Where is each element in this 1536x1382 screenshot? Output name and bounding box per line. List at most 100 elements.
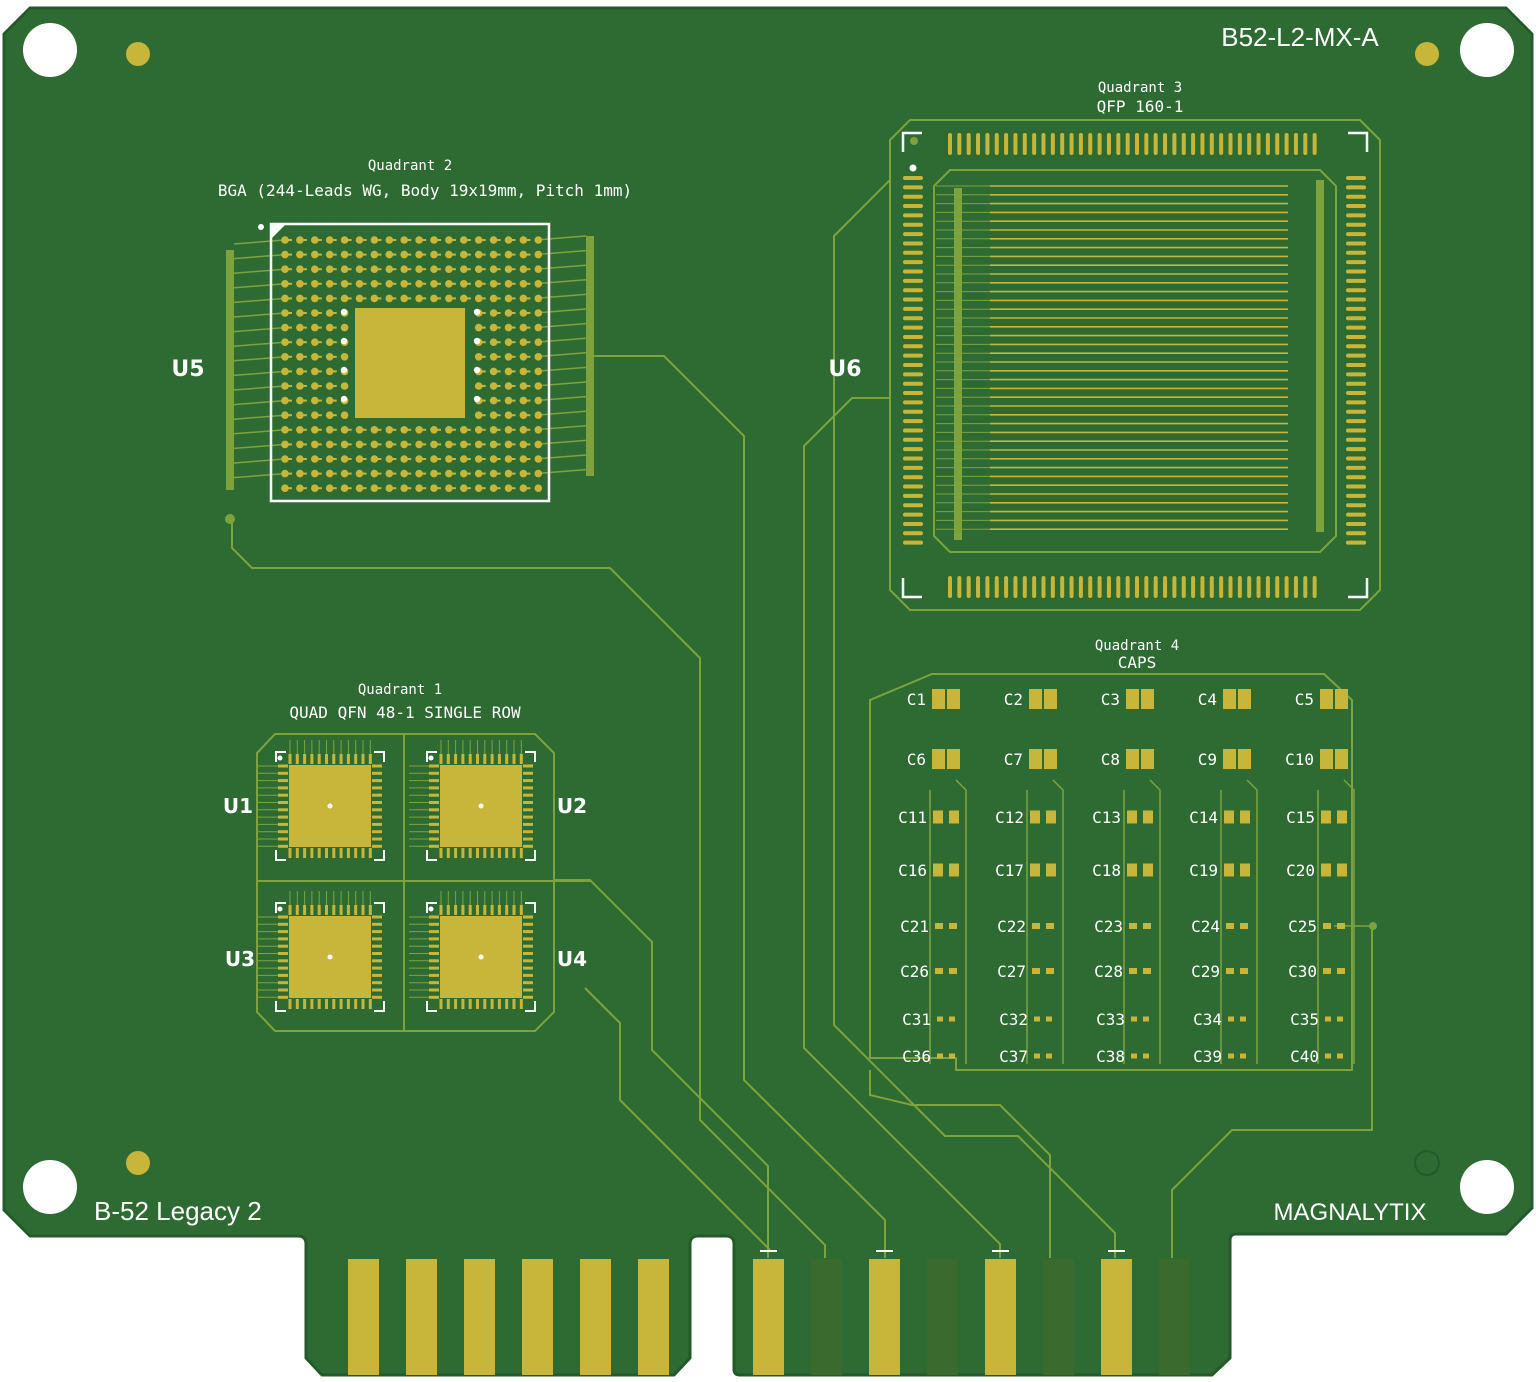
- cap-label: C12: [995, 808, 1024, 827]
- bga-ball-link: [285, 443, 292, 446]
- cap-pad: [1131, 1016, 1137, 1022]
- qfp-pad-bottom: [1050, 576, 1055, 598]
- bga-ball-link: [374, 487, 382, 490]
- bga-ball-link: [434, 487, 441, 490]
- qfp-pad-top: [1191, 133, 1196, 155]
- qfn-pad: [429, 801, 439, 804]
- qfn-corner-mark: [374, 751, 385, 762]
- bga-ball-link: [404, 239, 412, 241]
- bga-ball-link: [285, 458, 292, 460]
- bga-ball-link: [285, 385, 292, 387]
- qfp-pad-top: [1106, 133, 1111, 155]
- bga-ball-link: [523, 355, 531, 358]
- qfn-pad: [278, 988, 288, 992]
- fiducial-top-right: [1415, 42, 1439, 66]
- qfn-pad: [288, 999, 292, 1009]
- qfp-pad-left: [903, 381, 923, 386]
- u6-bus-left: [954, 188, 962, 540]
- bga-ball: [534, 265, 543, 274]
- qfn-pad: [354, 905, 358, 915]
- qfn-pad: [523, 844, 533, 848]
- qfn-pad: [332, 905, 336, 915]
- cap-label: C30: [1288, 962, 1317, 981]
- mounting-hole-bottom-right: [1460, 1160, 1514, 1214]
- qfn-pad: [439, 754, 443, 764]
- qfn-package-u2: [409, 740, 536, 861]
- qfn-pad: [372, 930, 382, 934]
- cap-pad: [1046, 810, 1056, 824]
- bga-ball-link: [448, 428, 456, 431]
- qfn-pad: [295, 999, 299, 1009]
- bga-ball-link: [523, 326, 531, 329]
- bga-ball-link: [404, 282, 412, 285]
- cap-pad: [933, 810, 943, 824]
- qfn-pad: [346, 999, 350, 1009]
- bga-fanout-line: [534, 381, 587, 387]
- bga-ball-link: [285, 399, 292, 402]
- cap-pad: [1044, 749, 1057, 769]
- qfp-pad-bottom: [1060, 576, 1065, 598]
- cap-label: C38: [1096, 1047, 1125, 1066]
- bga-ball-link: [493, 282, 501, 285]
- cap-pad: [1143, 923, 1151, 929]
- qfp-pad-top: [1004, 133, 1009, 155]
- bga-ball-link: [299, 487, 307, 490]
- bga-ball-link: [463, 458, 471, 460]
- qfp-pad-right: [1346, 353, 1366, 358]
- cap-label: C8: [1101, 750, 1120, 769]
- cap-pad: [949, 1016, 955, 1022]
- qfp-pad-left: [903, 334, 923, 339]
- bga-fanout-line: [233, 283, 286, 289]
- bga-ball-link: [344, 282, 352, 285]
- bga-ball-link: [344, 443, 352, 446]
- bga-ball-link: [299, 414, 307, 417]
- bga-ball-link: [434, 282, 441, 285]
- bga-ball-link: [478, 443, 486, 446]
- bga-ball-link: [508, 326, 516, 329]
- bga-ball-link: [314, 355, 322, 358]
- cap-pad: [949, 968, 957, 974]
- qfp-pad-left: [903, 250, 923, 255]
- cap-pad: [1143, 1053, 1149, 1059]
- bga-ball-link: [374, 443, 382, 446]
- qfn-pad: [372, 779, 382, 783]
- bga-ball: [534, 426, 543, 434]
- bga-ball-link: [493, 399, 501, 402]
- bga-fanout-line: [534, 308, 587, 314]
- board-part-number: B52-L2-MX-A: [1221, 22, 1379, 52]
- cap-label: C11: [898, 808, 927, 827]
- bga-ball-link: [329, 326, 337, 329]
- bga-ball-link: [404, 428, 412, 431]
- edge-finger-right: [1043, 1259, 1074, 1375]
- bga-ball-link: [434, 443, 441, 446]
- qfp-pad-right: [1346, 512, 1366, 517]
- bga-ball: [534, 469, 543, 478]
- qfn-corner-mark: [275, 850, 286, 861]
- u5-ref: U5: [171, 357, 204, 382]
- cap-label: C1: [907, 690, 926, 709]
- bga-ball-link: [448, 487, 456, 490]
- quadrant-1-qfn: Quadrant 1 QUAD QFN 48-1 SINGLE ROW U1 U…: [223, 682, 590, 1032]
- bga-ball-link: [359, 282, 367, 285]
- qfp-pad-left: [903, 484, 923, 489]
- qfn-pad: [339, 999, 343, 1009]
- qfn-pad: [372, 915, 382, 919]
- qfn-pad: [429, 786, 439, 790]
- qfn-pad: [454, 754, 458, 764]
- qfn-pad: [523, 952, 533, 955]
- bga-ball-link: [419, 472, 427, 475]
- fiducial-top-left: [126, 42, 150, 66]
- u5-courtyard: [269, 222, 551, 503]
- qfn-corner-mark: [374, 850, 385, 861]
- bga-fanout-line: [534, 454, 587, 460]
- bga-ball-link: [374, 458, 382, 460]
- bga-ball-link: [314, 414, 322, 417]
- qfp-pad-top: [1144, 133, 1149, 155]
- qfn-package-u4: [409, 891, 536, 1012]
- cap-pad: [1046, 863, 1056, 877]
- qfp-pad-left: [903, 447, 923, 452]
- bga-ball-link: [478, 268, 486, 271]
- bga-fanout-line: [534, 468, 587, 475]
- qfn-corner-mark: [275, 1001, 286, 1012]
- qfp-pad-left: [903, 204, 923, 209]
